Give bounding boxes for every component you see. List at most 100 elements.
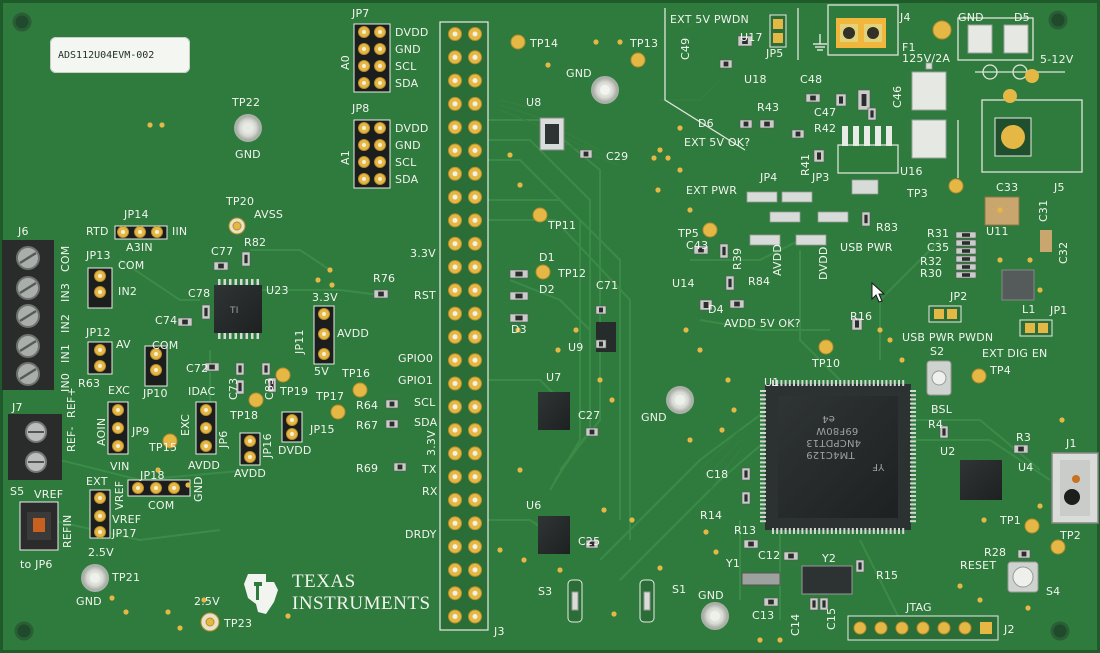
silk-jp13-com: COM <box>118 259 145 272</box>
silk-gnd-j4: GND <box>958 11 984 24</box>
silk-r4: R4 <box>928 418 944 431</box>
silk-r16: R16 <box>850 310 873 323</box>
silk-j6-com: COM <box>59 245 72 272</box>
jtag-pin <box>853 621 867 635</box>
silk-tp15: TP15 <box>149 441 178 454</box>
silk-c73: C73 <box>227 377 240 400</box>
via <box>147 122 153 128</box>
silk-r67: R67 <box>356 419 379 432</box>
silk-vin: VIN <box>110 460 130 473</box>
silk-ext-pwr: EXT PWR <box>686 184 738 197</box>
via <box>1059 417 1065 423</box>
mounting-holes <box>12 10 1070 641</box>
silk-dvdd-jp3: DVDD <box>817 246 830 280</box>
silk-jp7: JP7 <box>352 7 370 20</box>
silk-l1: L1 <box>1022 303 1036 316</box>
silk-tp20: TP20 <box>226 195 255 208</box>
via <box>497 547 503 553</box>
via <box>109 595 115 601</box>
silk-jp11: JP11 <box>293 329 306 354</box>
u1-marking-line3: 69F80W <box>816 425 859 436</box>
silk-jp10-com: COM <box>152 339 179 352</box>
silk-c43: C43 <box>686 239 709 252</box>
silk-c46: C46 <box>891 85 904 108</box>
via <box>555 347 561 353</box>
silk-tp14: TP14 <box>530 37 559 50</box>
u16-regulator <box>837 144 899 174</box>
via <box>997 207 1003 213</box>
silk-a0: A0 <box>339 55 352 70</box>
silk-r30: R30 <box>920 267 943 280</box>
silk-c71: C71 <box>596 279 619 292</box>
via <box>651 155 657 161</box>
silk-2v5-top: 2.5V <box>88 546 114 559</box>
silk-u9: U9 <box>568 341 584 354</box>
silk-c33: C33 <box>996 181 1019 194</box>
via <box>517 467 523 473</box>
via <box>887 337 893 343</box>
silk-c83: C83 <box>263 377 276 400</box>
via <box>593 39 599 45</box>
silk-5v-jp11: 5V <box>314 365 329 378</box>
via <box>327 267 333 273</box>
via <box>703 529 709 535</box>
silk-u11: U11 <box>986 225 1009 238</box>
jtag-pin <box>980 622 992 634</box>
via <box>573 327 579 333</box>
silk-c18: C18 <box>706 468 729 481</box>
silk-d2: D2 <box>539 283 555 296</box>
s5-switch <box>19 501 59 551</box>
silk-s3: S3 <box>538 585 553 598</box>
silk-gnd-mid: GND <box>641 411 667 424</box>
silk-r82: R82 <box>244 236 267 249</box>
silk-jp7-scl: SCL <box>395 60 417 73</box>
silk-tp3: TP3 <box>907 187 928 200</box>
silk-3v3-vert: 3.3V <box>425 430 438 456</box>
ti-brand-text-line1: TEXAS <box>292 571 356 592</box>
silk-exc-jp6: EXC <box>179 414 192 436</box>
silk-avdd-jp4: AVDD <box>771 243 784 276</box>
silk-reset: RESET <box>960 559 997 572</box>
via <box>677 167 683 173</box>
u6-chip <box>538 516 570 554</box>
silk-j4: J4 <box>900 11 911 24</box>
silk-s4: S4 <box>1046 585 1061 598</box>
silk-jp12: JP12 <box>86 326 111 339</box>
silk-jp14: JP14 <box>124 208 149 221</box>
silk-tp21-gnd: GND <box>76 595 102 608</box>
silk-c47: C47 <box>814 106 837 119</box>
silk-jp2: JP2 <box>950 290 968 303</box>
u23-marking: TI <box>230 306 239 316</box>
silk-scl: SCL <box>414 396 436 409</box>
silk-j3: J3 <box>494 625 505 638</box>
silk-f1: F1 <box>902 41 916 54</box>
silk-2v5-bottom: 2.5V <box>194 595 220 608</box>
silk-ext5v-ok: EXT 5V OK? <box>684 136 751 149</box>
silk-usb-pwr: USB PWR <box>840 241 893 254</box>
silk-jp16: JP16 <box>261 433 274 458</box>
silk-jp7-dvdd: DVDD <box>395 26 429 39</box>
silk-3v3-jp11: 3.3V <box>312 291 338 304</box>
u1-mcu-chip <box>760 380 916 534</box>
silk-d6: D6 <box>698 117 714 130</box>
silk-r83: R83 <box>876 221 899 234</box>
via <box>665 155 671 161</box>
silk-c31: C31 <box>1037 199 1050 222</box>
silk-r32: R32 <box>920 255 943 268</box>
silk-drdy: DRDY <box>405 528 437 541</box>
silk-r76: R76 <box>373 272 396 285</box>
silk-idac: IDAC <box>188 385 216 398</box>
silk-j6: J6 <box>18 225 29 238</box>
silk-tp16: TP16 <box>342 367 371 380</box>
silk-c35: C35 <box>927 241 950 254</box>
silk-a1: A1 <box>339 150 352 165</box>
via <box>713 549 719 555</box>
via <box>997 257 1003 263</box>
silk-r69: R69 <box>356 462 379 475</box>
silk-avdd-jp11: AVDD <box>337 327 370 340</box>
silk-jp7-gnd: GND <box>395 43 421 56</box>
jtag-pin <box>895 621 909 635</box>
silk-d3: D3 <box>511 323 527 336</box>
silk-u7: U7 <box>546 371 562 384</box>
via <box>517 182 523 188</box>
